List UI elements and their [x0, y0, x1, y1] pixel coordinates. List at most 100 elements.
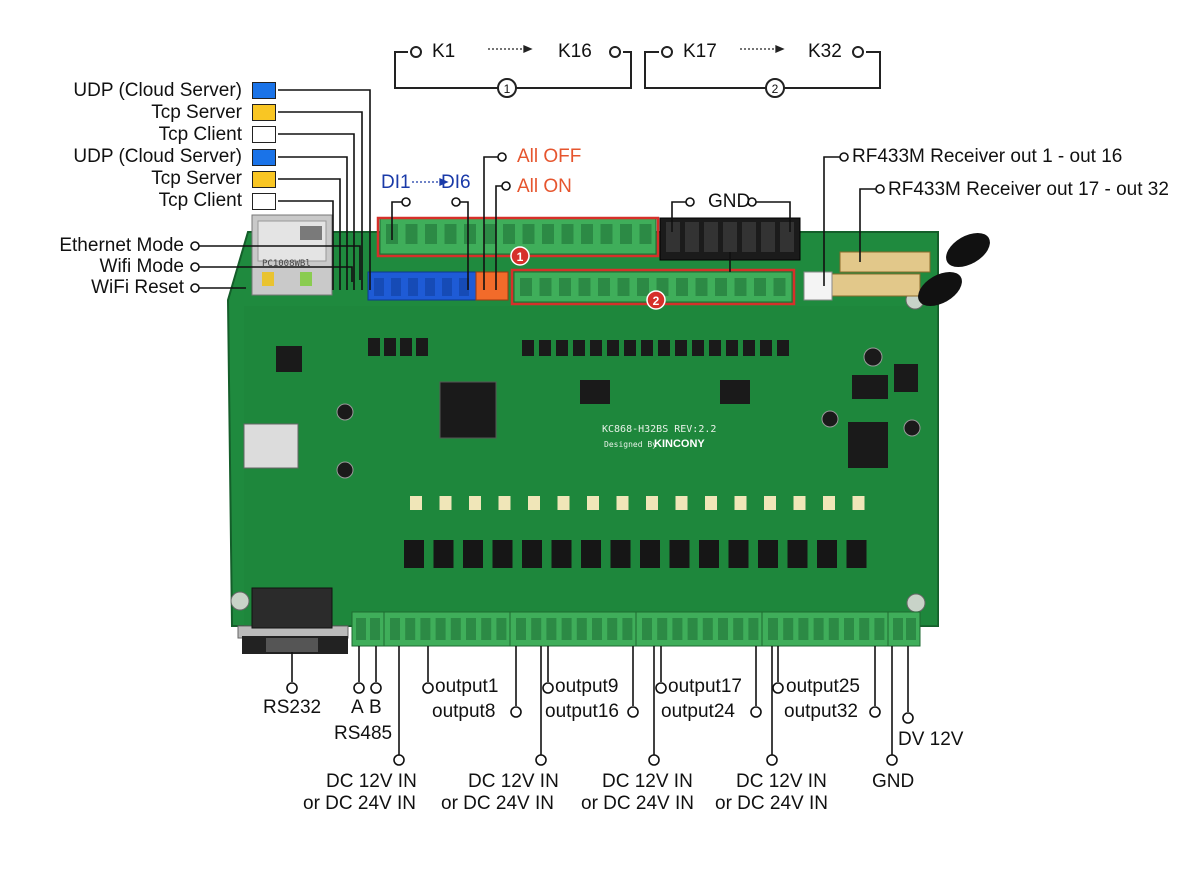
driver-chip: [692, 340, 704, 356]
opto-chip: [384, 338, 396, 356]
driver-chip: [675, 340, 687, 356]
terminal-slot: [503, 224, 515, 244]
protocol-label-1: UDP (Cloud Server): [73, 80, 242, 101]
relay-k16-label: K16: [558, 41, 592, 62]
terminal-slot: [581, 224, 593, 244]
output-slot: [718, 618, 728, 640]
terminal-slot: [639, 224, 652, 244]
driver-chip: [641, 340, 653, 356]
output-slot: [813, 618, 824, 640]
output-slot: [496, 618, 507, 640]
rs485-b-label: B: [369, 697, 382, 718]
driver-chip: [522, 340, 534, 356]
marker-1-label: 1: [504, 82, 511, 96]
rs485-slot: [370, 618, 380, 640]
terminal-slot: [464, 224, 476, 244]
mosfet: [404, 540, 424, 568]
output16-label: output16: [545, 701, 619, 722]
opto-led: [675, 496, 688, 510]
led-indicator-1: [252, 82, 276, 99]
opto-led: [823, 496, 835, 510]
left-leader-lines: [190, 89, 371, 293]
rf-slot: [676, 278, 688, 296]
rf433-module: [803, 232, 990, 307]
mosfet: [463, 540, 483, 568]
relay-k32-label: K32: [808, 41, 842, 62]
di-end-label: DI6: [441, 172, 471, 193]
dc-in-1-line1: DC 12V IN: [326, 771, 417, 792]
di-slot: [442, 278, 452, 296]
output-slot: [733, 618, 744, 640]
board-marker-1: 1: [517, 250, 524, 264]
mosfet: [669, 540, 690, 568]
mosfet: [492, 540, 513, 568]
output-slot: [874, 618, 885, 640]
output-slot: [798, 618, 809, 640]
ethernet-mode-label: Ethernet Mode: [59, 235, 184, 256]
output-slot: [748, 618, 759, 640]
rf-slot: [695, 278, 708, 296]
output-slot: [859, 618, 870, 640]
gnd-pin: [780, 222, 794, 252]
output-slot: [531, 618, 542, 640]
output-slot: [405, 618, 416, 640]
gnd-bottom-label: GND: [872, 771, 915, 792]
output-slot: [687, 618, 698, 640]
terminal-slot: [542, 224, 554, 244]
driver-chip: [590, 340, 602, 356]
di-slot: [374, 278, 384, 296]
opto-led: [557, 496, 570, 510]
opto-chip: [416, 338, 428, 356]
output-slot: [481, 618, 492, 640]
opto-led: [646, 496, 658, 510]
driver-chip: [539, 340, 551, 356]
opto-led: [410, 496, 422, 510]
opto-led: [498, 496, 511, 510]
dc-in-2-line2: or DC 24V IN: [441, 793, 554, 814]
terminal-slot: [405, 224, 418, 244]
rf-slot: [559, 278, 571, 296]
protocol-label-5: Tcp Server: [151, 168, 242, 189]
opto-led: [793, 496, 806, 510]
terminal-slot: [561, 224, 574, 244]
output-slot: [622, 618, 633, 640]
output-slot: [702, 618, 713, 640]
gnd-pin: [704, 222, 718, 252]
protocol-label-6: Tcp Client: [158, 190, 242, 211]
driver-chip: [709, 340, 721, 356]
rf-receiver-1-label: RF433M Receiver out 1 - out 16: [852, 146, 1123, 167]
mosfet: [433, 540, 454, 568]
output-slot: [657, 618, 668, 640]
output8-label: output8: [432, 701, 496, 722]
board-marker-2: 2: [653, 294, 660, 308]
rs485-a-label: A: [351, 697, 364, 718]
opto-chip: [368, 338, 380, 356]
rf-slot: [617, 278, 630, 296]
opto-led: [705, 496, 717, 510]
mosfet: [787, 540, 808, 568]
board-designer-text: Designed By: [604, 440, 657, 449]
protocol-label-3: Tcp Client: [158, 124, 242, 145]
dc-in-4-line2: or DC 24V IN: [715, 793, 828, 814]
output-slot: [607, 618, 618, 640]
gnd-top-label: GND: [708, 191, 751, 212]
output-slot: [576, 618, 587, 640]
opto-led: [764, 496, 776, 510]
led-indicator-4: [252, 149, 276, 166]
output-slot: [466, 618, 476, 640]
opto-led: [616, 496, 629, 510]
marker-2-label: 2: [772, 82, 779, 96]
gnd-pin: [666, 222, 680, 252]
output9-label: output9: [555, 676, 619, 697]
dc-in-1-line2: or DC 24V IN: [303, 793, 416, 814]
dc-in-3-line1: DC 12V IN: [602, 771, 693, 792]
opto-led: [734, 496, 747, 510]
output-slot: [672, 618, 683, 640]
all-on-off-terminal: [475, 271, 509, 301]
board-brand-text: KINCONY: [654, 438, 705, 450]
output-slot: [828, 618, 839, 640]
output32-label: output32: [784, 701, 858, 722]
ethernet-jack: PC1008WBl: [251, 214, 333, 296]
rf-slot: [520, 278, 532, 296]
